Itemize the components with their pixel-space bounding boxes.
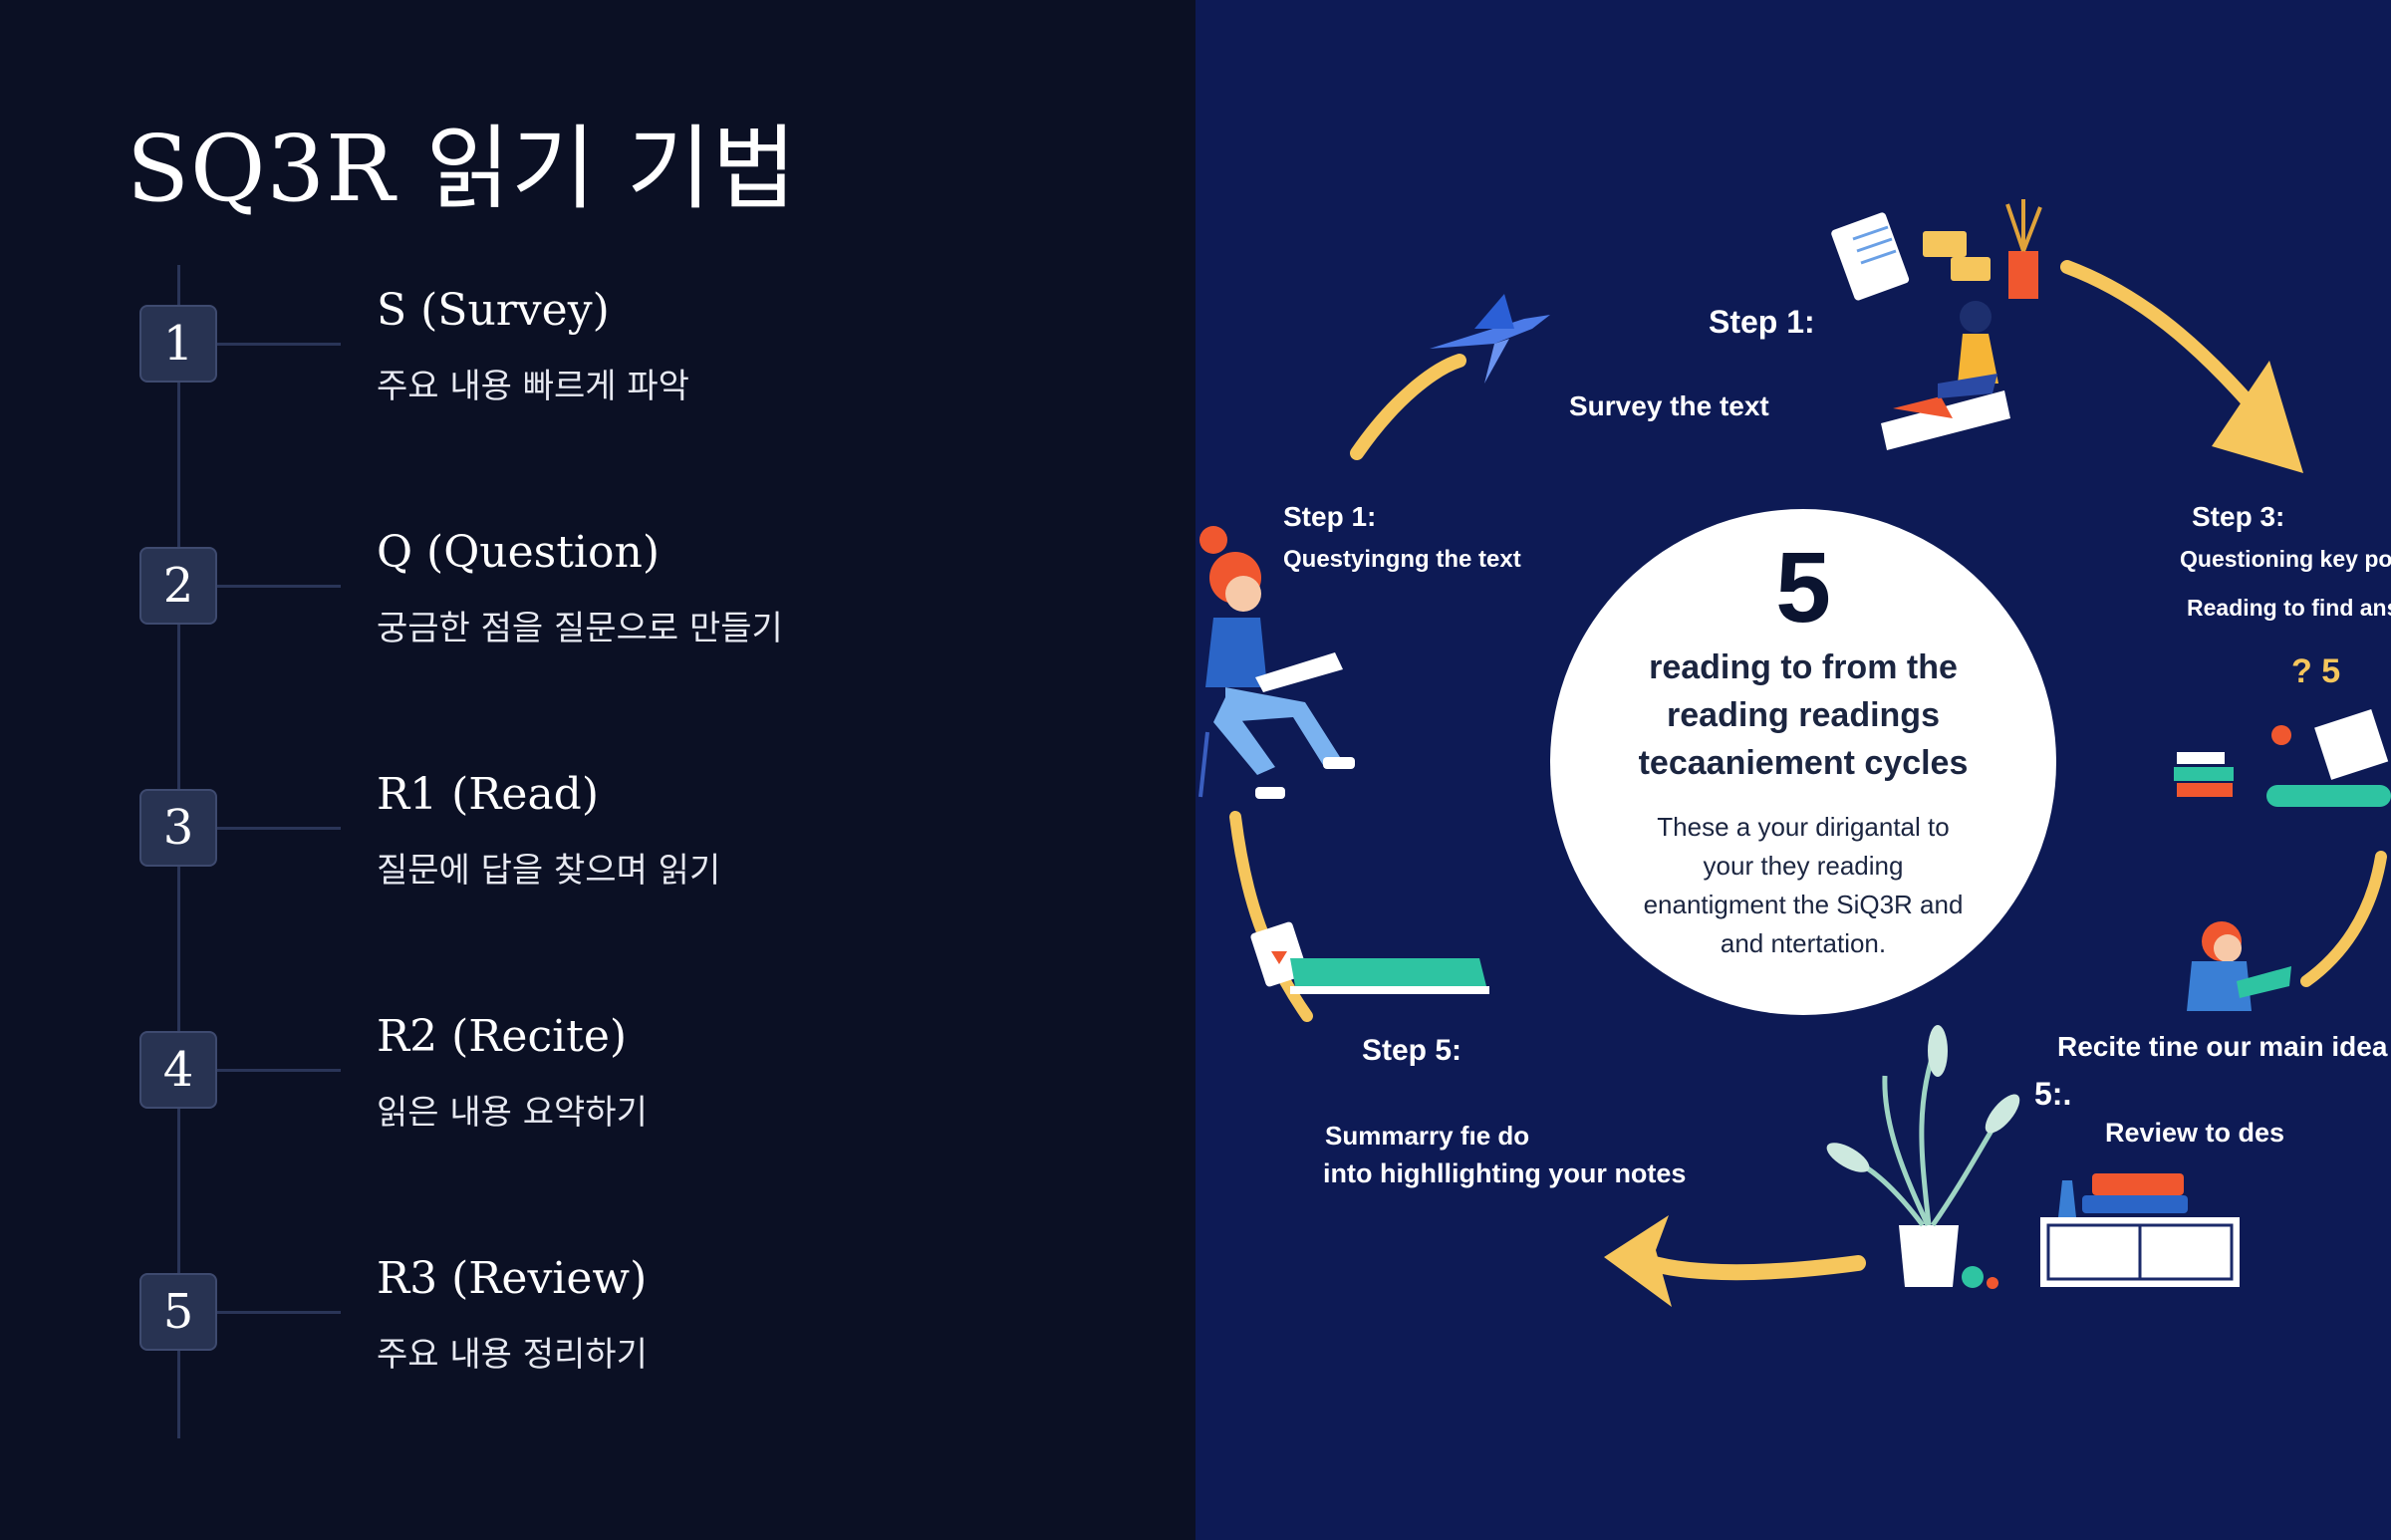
step-description: 주요 내용 빠르게 파악 [377,367,689,406]
step-description: 질문에 답을 찾으며 읽기 [377,851,721,891]
step-read: 3 R1 (Read) 질문에 답을 찾으며 읽기 [0,751,1196,950]
bird-icon [1430,294,1550,384]
right-step-caption-1: Questioning key po [2180,546,2391,572]
step-description: 주요 내용 정리하기 [377,1335,648,1375]
book-stack-icon [1250,921,1489,994]
question-marks: ? 5 [2291,652,2341,690]
review-label: 5:. [2034,1076,2072,1112]
step-connector [217,585,341,588]
left-step-caption: Questyingng the text [1283,546,1521,573]
reader-left-icon [1198,526,1355,799]
recite-caption: Recite tine our main idea [2057,1031,2388,1062]
arrowhead-top-right [2212,361,2303,473]
cycle-arrow-top-left [1350,354,1466,460]
center-heading-line: reading readings [1667,696,1940,734]
bottom-step-caption-2: into highllighting your notes [1323,1158,1687,1188]
step-survey: 1 S (Survey) 주요 내용 빠르게 파악 [0,267,1196,466]
step-description: 궁금한 점을 질문으로 만들기 [377,609,783,648]
step-title: R3 (Review) [377,1253,648,1304]
left-step-label: Step 1: [1283,501,1377,532]
center-body-line: your they reading [1703,851,1904,881]
plant-icon [1826,1025,2020,1289]
center-summary-circle: 5 reading to from the reading readings t… [1550,509,2056,1015]
center-heading-line: tecaaniement cycles [1638,744,1969,782]
reader-top-icon [1831,199,2042,450]
step-title: S (Survey) [377,285,610,336]
bottom-step-label: Step 5: [1362,1034,1462,1067]
center-body-line: enantigment the SiQ3R and [1643,890,1964,919]
review-caption: Review to des [2105,1118,2285,1148]
top-step-label: Step 1: [1709,304,1815,340]
step-number-badge: 5 [139,1273,217,1351]
step-number-badge: 4 [139,1031,217,1109]
step-connector [217,1069,341,1072]
top-step-caption: Survey the text [1569,390,1769,421]
center-heading-line: reading to from the [1649,648,1958,686]
step-title: R1 (Read) [377,769,600,820]
reader-right-icon [2174,709,2391,807]
cabinet-icon [2040,1173,2240,1287]
cycle-artwork [1198,199,2391,1307]
step-number-badge: 1 [139,305,217,383]
center-heading: reading to from the reading readings tec… [1590,643,2016,787]
step-recite: 4 R2 (Recite) 읽은 내용 요약하기 [0,993,1196,1192]
step-connector [217,827,341,830]
step-number-badge: 2 [139,547,217,625]
center-body: These a your dirigantal to your they rea… [1610,808,1996,963]
page-title: SQ3R 읽기 기법 [127,116,798,222]
bottom-step-caption-1: Summarry fıe do [1325,1121,1530,1151]
step-title: Q (Question) [377,527,661,578]
step-question: 2 Q (Question) 궁금한 점을 질문으로 만들기 [0,509,1196,708]
right-step-label: Step 3: [2192,501,2285,532]
step-description: 읽은 내용 요약하기 [377,1093,648,1133]
reciting-woman-icon [2187,921,2291,1011]
center-body-line: These a your dirigantal to [1657,812,1950,842]
right-step-caption-2: Reading to find ans [2187,595,2391,621]
step-title: R2 (Recite) [377,1011,628,1062]
step-number-badge: 3 [139,789,217,867]
center-number: 5 [1775,532,1831,643]
sq3r-cycle-illustration: Step 1: Survey the text Step 1: Questyin… [1196,0,2391,1540]
step-connector [217,1311,341,1314]
sq3r-outline-panel: SQ3R 읽기 기법 1 S (Survey) 주요 내용 빠르게 파악 2 Q… [0,116,1196,1438]
step-review: 5 R3 (Review) 주요 내용 정리하기 [0,1235,1196,1434]
cycle-arrow-right [2300,851,2387,987]
center-body-line: and ntertation. [1720,928,1887,958]
arrowhead-bottom [1604,1215,1672,1307]
step-connector [217,343,341,346]
cycle-arrow-bottom [1626,1249,1866,1281]
